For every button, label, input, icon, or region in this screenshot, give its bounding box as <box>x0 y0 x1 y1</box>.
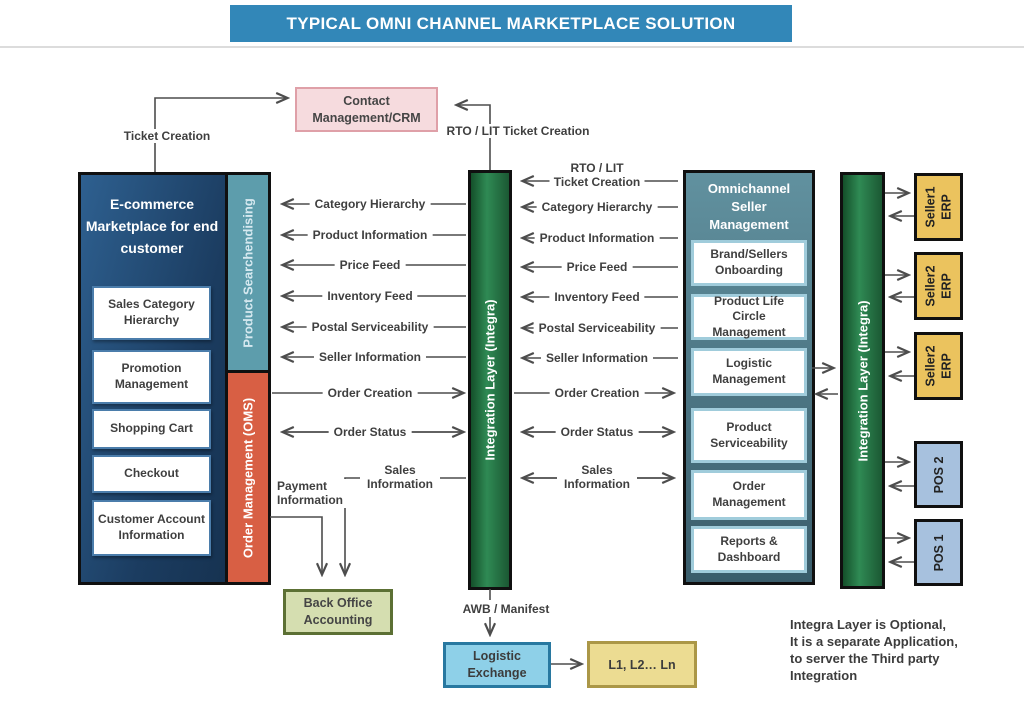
integration-layer-left-bar: Integration Layer (Integra) <box>468 170 512 590</box>
payment-information-label: Payment Information <box>277 479 357 508</box>
seller2-erp-box: Seller2 ERP <box>914 252 963 320</box>
crm-connectors <box>154 98 491 172</box>
page-title: TYPICAL OMNI CHANNEL MARKETPLACE SOLUTIO… <box>230 5 792 42</box>
module-sales-category-hierarchy: Sales Category Hierarchy <box>92 286 211 340</box>
seller2-erp-box-2: Seller2 ERP <box>914 332 963 400</box>
flow-left-category-hierarchy: Category Hierarchy <box>309 197 431 212</box>
omni-module-reports-dashboard: Reports & Dashboard <box>691 526 807 573</box>
pos2-box: POS 2 <box>914 441 963 508</box>
flow-middle-category-hierarchy: Category Hierarchy <box>536 200 658 215</box>
flow-left-seller-information: Seller Information <box>313 350 427 365</box>
bottom-connectors <box>490 589 581 664</box>
flow-left-sales-information: Sales Information <box>360 463 440 492</box>
flow-left-order-status: Order Status <box>328 425 412 440</box>
omni-module-product-life-circle-management: Product Life Circle Management <box>691 294 807 340</box>
flow-middle-postal-serviceability: Postal Serviceability <box>533 321 661 336</box>
flow-left-inventory-feed: Inventory Feed <box>322 289 418 304</box>
flow-middle-inventory-feed: Inventory Feed <box>549 290 645 305</box>
module-promotion-management: Promotion Management <box>92 350 211 404</box>
flow-left-price-feed: Price Feed <box>334 258 406 273</box>
flow-left-order-creation: Order Creation <box>322 386 418 401</box>
flow-middle-seller-information: Seller Information <box>540 351 654 366</box>
order-management-oms-bar: Order Management (OMS) <box>225 370 271 585</box>
flow-middle-price-feed: Price Feed <box>561 260 633 275</box>
right-system-arrows <box>812 193 914 562</box>
header-divider <box>0 46 1024 48</box>
product-searchendising-bar: Product Searchendising <box>225 172 271 373</box>
omni-module-logistic-management: Logistic Management <box>691 348 807 396</box>
module-checkout: Checkout <box>92 455 211 493</box>
integra-layer-note: Integra Layer is Optional, It is a separ… <box>790 617 958 683</box>
back-office-accounting-box: Back Office Accounting <box>283 589 393 635</box>
module-customer-account-information: Customer Account Information <box>92 500 211 556</box>
logistics-partners-box: L1, L2… Ln <box>587 641 697 688</box>
ticket-creation-label: Ticket Creation <box>118 129 216 144</box>
pos1-box: POS 1 <box>914 519 963 586</box>
omni-module-brand-sellers-onboarding: Brand/Sellers Onboarding <box>691 240 807 286</box>
seller1-erp-box: Seller1 ERP <box>914 173 963 241</box>
flow-middle-sales-information: Sales Information <box>557 463 637 492</box>
integration-layer-right-bar: Integration Layer (Integra) <box>840 172 885 589</box>
awb-manifest-label: AWB / Manifest <box>457 602 555 617</box>
flow-middle-product-information: Product Information <box>534 231 660 246</box>
omnichannel-title: Omnichannel Seller Management <box>707 180 791 233</box>
logistic-exchange-box: Logistic Exchange <box>443 642 551 688</box>
flow-middle-order-status: Order Status <box>555 425 639 440</box>
module-shopping-cart: Shopping Cart <box>92 409 211 449</box>
contact-management-crm-box: Contact Management/CRM <box>295 87 438 132</box>
rto-lit-ticket-creation-label: RTO / LIT Ticket Creation <box>441 124 595 139</box>
ecommerce-marketplace-title: E-commerce Marketplace for end customer <box>85 196 219 256</box>
flow-middle-order-creation: Order Creation <box>549 386 645 401</box>
flow-left-product-information: Product Information <box>307 228 433 243</box>
flow-left-postal-serviceability: Postal Serviceability <box>306 320 434 335</box>
omni-module-product-serviceability: Product Serviceability <box>691 408 807 463</box>
omni-module-order-management: Order Management <box>691 470 807 520</box>
flow-middle-rto-lit-ticket-creation: RTO / LIT Ticket Creation <box>549 161 645 190</box>
